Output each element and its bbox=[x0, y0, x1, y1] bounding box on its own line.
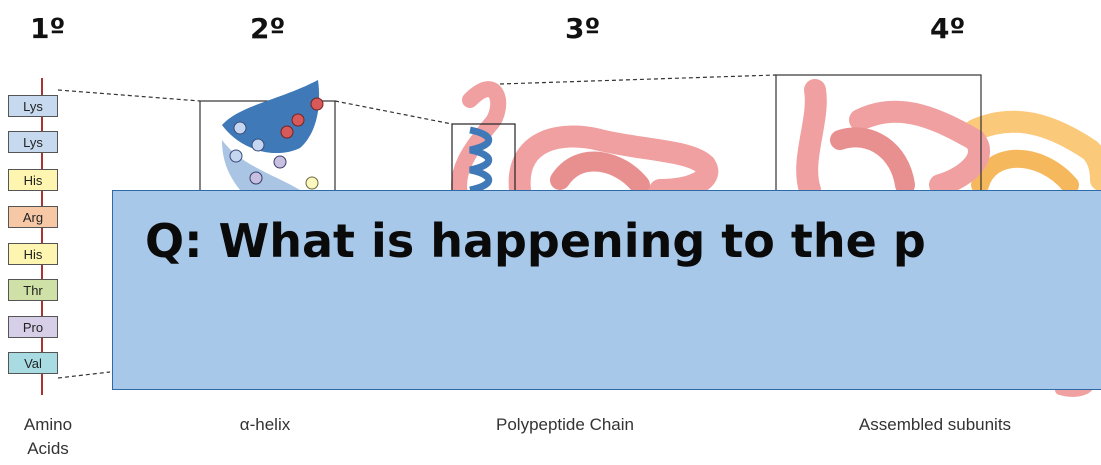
caption-assembled-subunits: Assembled subunits bbox=[830, 413, 1040, 437]
caption-polypeptide-chain: Polypeptide Chain bbox=[470, 413, 660, 437]
question-text: Q: What is happening to the p bbox=[145, 214, 926, 268]
amino-acid-box: His bbox=[8, 169, 58, 191]
amino-acid-box: His bbox=[8, 243, 58, 265]
amino-acid-box: Val bbox=[8, 352, 58, 374]
alpha-helix-illustration bbox=[200, 80, 335, 191]
caption-alpha-helix: α-helix bbox=[215, 413, 315, 437]
amino-acid-box: Lys bbox=[8, 131, 58, 153]
caption-amino-acids: Amino Acids bbox=[18, 413, 78, 461]
amino-acid-box: Arg bbox=[8, 206, 58, 228]
amino-acid-box: Thr bbox=[8, 279, 58, 301]
amino-acid-box: Lys bbox=[8, 95, 58, 117]
polypeptide-chain-illustration bbox=[452, 89, 707, 195]
amino-acid-box: Pro bbox=[8, 316, 58, 338]
